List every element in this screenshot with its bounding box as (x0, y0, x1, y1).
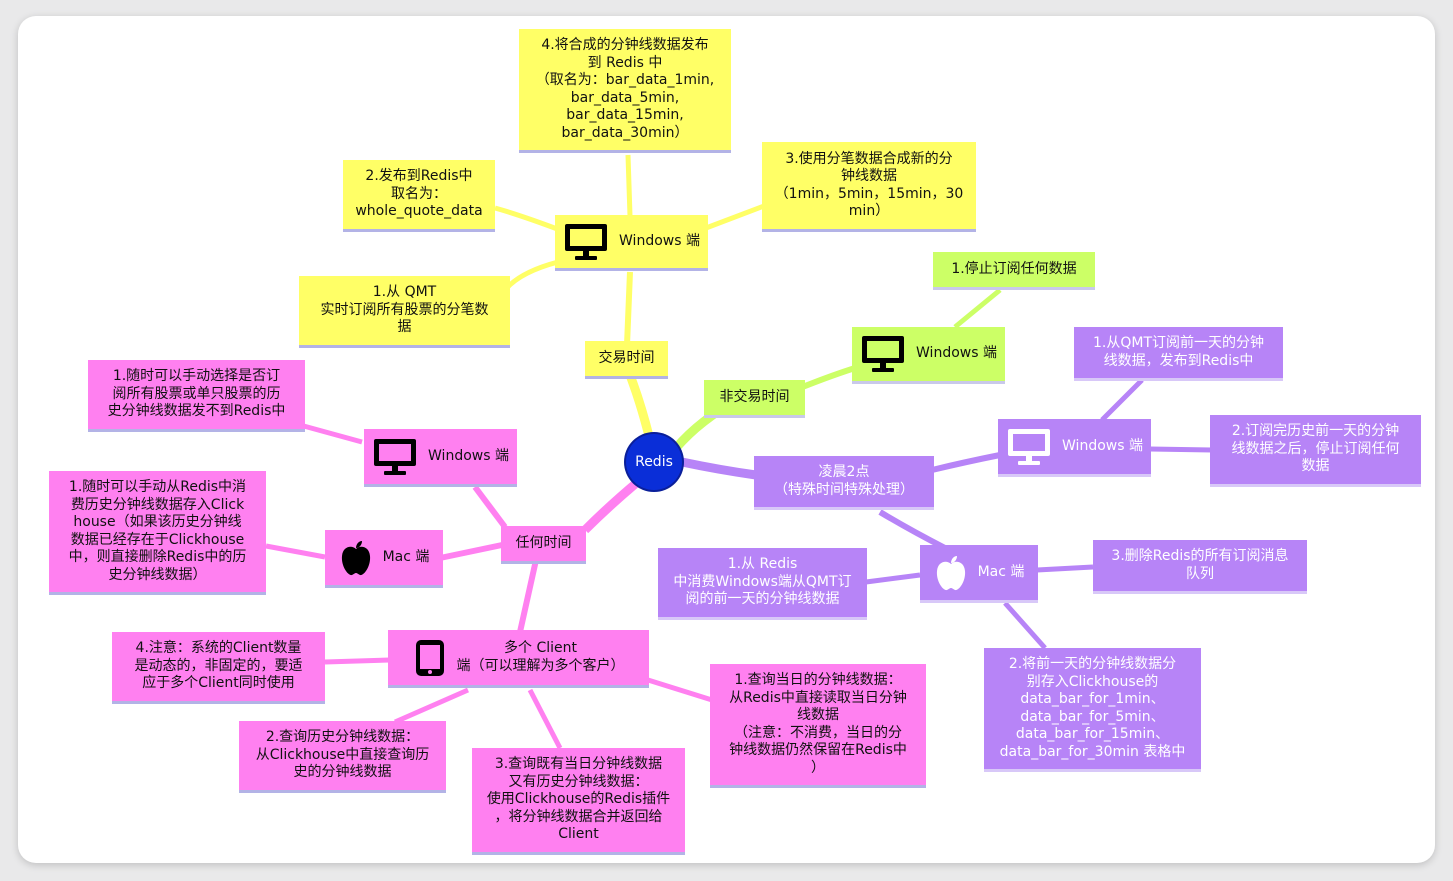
early-mac-step-3[interactable]: 3.删除Redis的所有订阅消息 队列 (1093, 540, 1307, 594)
branch-trading-label: 交易时间 (598, 349, 655, 366)
link-root-trading (623, 368, 655, 442)
trading-windows-label: Windows 端 (619, 232, 700, 249)
client-step-3[interactable]: 3.查询既有当日分钟线数据 又有历史分钟线数据： 使用Clickhouse的Re… (472, 748, 685, 855)
link-trading-windows (624, 271, 633, 346)
client-step-2[interactable]: 2.查询历史分钟线数据： 从Clickhouse中直接查询历 史的分钟线数据 (239, 721, 446, 793)
apple-icon (934, 554, 968, 592)
trading-step-3-text: 3.使用分笔数据合成新的分 钟线数据 （1min，5min，15min，30 m… (774, 150, 964, 220)
early-windows-step-2[interactable]: 2.订阅完历史前一天的分钟 线数据之后，停止订阅任何 数据 (1210, 415, 1421, 487)
monitor-icon (563, 222, 609, 262)
client-step-3-text: 3.查询既有当日分钟线数据 又有历史分钟线数据： 使用Clickhouse的Re… (486, 756, 671, 843)
early-mac-node[interactable]: Mac 端 (920, 545, 1038, 603)
link-emac-s1 (865, 572, 921, 585)
trading-step-1-text: 1.从 QMT 实时订阅所有股票的分笔数 据 (320, 284, 489, 336)
nontrading-windows-label: Windows 端 (916, 345, 997, 362)
monitor-icon (860, 334, 906, 374)
trading-step-4[interactable]: 4.将合成的分钟线数据发布 到 Redis 中 （取名为：bar_data_1m… (519, 29, 731, 153)
trading-step-2-text: 2.发布到Redis中 取名为： whole_quote_data (355, 168, 483, 220)
monitor-icon (1006, 427, 1052, 467)
branch-nontrading[interactable]: 非交易时间 (704, 380, 805, 418)
nontrading-step-1-text: 1.停止订阅任何数据 (951, 260, 1077, 277)
client-step-2-text: 2.查询历史分钟线数据： 从Clickhouse中直接查询历 史的分钟线数据 (255, 729, 430, 781)
link-ewin-s2 (1149, 446, 1213, 453)
link-root-anytime (581, 476, 643, 534)
link-amac-s1 (265, 543, 326, 560)
client-step-4[interactable]: 4.注意：系统的Client数量 是动态的，非固定的，要适 应于多个Client… (112, 632, 325, 704)
link-client-s2 (393, 687, 470, 725)
early-windows-step-1[interactable]: 1.从QMT订阅前一天的分钟 线数据，发布到Redis中 (1074, 327, 1283, 381)
link-root-early (681, 457, 757, 480)
early-windows-step-1-text: 1.从QMT订阅前一天的分钟 线数据，发布到Redis中 (1092, 335, 1264, 369)
nontrading-step-1[interactable]: 1.停止订阅任何数据 (933, 252, 1095, 290)
branch-early-label: 凌晨2点 （特殊时间特殊处理） (774, 464, 914, 498)
link-early-windows (931, 452, 1001, 473)
early-mac-step-1-text: 1.从 Redis 中消费Windows端从QMT订 阅的前一天的分钟线数据 (673, 556, 852, 608)
early-windows-node[interactable]: Windows 端 (998, 419, 1151, 477)
monitor-icon (372, 437, 418, 477)
anytime-mac-label: Mac 端 (382, 548, 430, 565)
link-win-s2 (494, 205, 561, 233)
branch-nontrading-label: 非交易时间 (719, 388, 790, 405)
link-nontrading-windows (798, 365, 856, 391)
early-mac-step-1[interactable]: 1.从 Redis 中消费Windows端从QMT订 阅的前一天的分钟线数据 (658, 548, 867, 620)
anytime-windows-step-1-text: 1.随时可以手动选择是否订 阅所有股票或单只股票的历 史分钟线数据发不到Redi… (107, 368, 286, 420)
link-anytime-client (517, 559, 539, 633)
root-node[interactable]: Redis (626, 434, 682, 490)
anytime-windows-node[interactable]: Windows 端 (364, 429, 517, 487)
client-step-1-text: 1.查询当日的分钟线数据： 从Redis中直接读取当日分钟 线数据 （注意：不消… (729, 672, 907, 776)
anytime-client-node[interactable]: 多个 Client 端（可以理解为多个客户） (388, 630, 649, 688)
nontrading-windows-node[interactable]: Windows 端 (852, 327, 1005, 384)
link-client-s4 (324, 657, 391, 665)
branch-early-morning[interactable]: 凌晨2点 （特殊时间特殊处理） (754, 456, 934, 510)
trading-step-4-text: 4.将合成的分钟线数据发布 到 Redis 中 （取名为：bar_data_1m… (535, 37, 715, 141)
link-client-s3 (527, 688, 563, 750)
link-early-mac (878, 509, 947, 551)
link-anytime-mac (439, 542, 503, 561)
link-win-s3 (705, 203, 765, 231)
early-windows-step-2-text: 2.订阅完历史前一天的分钟 线数据之后，停止订阅任何 数据 (1231, 423, 1400, 475)
link-awin-s1 (299, 422, 363, 445)
link-ntwin-s1 (953, 288, 1002, 329)
link-client-s1 (647, 677, 713, 703)
root-label: Redis (635, 454, 673, 470)
trading-step-3[interactable]: 3.使用分笔数据合成新的分 钟线数据 （1min，5min，15min，30 m… (762, 142, 976, 232)
link-win-s1 (503, 259, 559, 292)
branch-trading[interactable]: 交易时间 (585, 341, 668, 379)
anytime-client-label: 多个 Client 端（可以理解为多个客户） (456, 640, 625, 674)
anytime-mac-step-1-text: 1.随时可以手动从Redis中消 费历史分钟线数据存入Click house（如… (68, 479, 247, 583)
trading-windows-node[interactable]: Windows 端 (555, 215, 708, 271)
early-mac-step-3-text: 3.删除Redis的所有订阅消息 队列 (1111, 548, 1289, 582)
anytime-windows-label: Windows 端 (428, 447, 509, 464)
anytime-windows-step-1[interactable]: 1.随时可以手动选择是否订 阅所有股票或单只股票的历 史分钟线数据发不到Redi… (88, 360, 305, 432)
anytime-mac-node[interactable]: Mac 端 (325, 530, 443, 588)
early-mac-label: Mac 端 (977, 563, 1025, 580)
link-ewin-s1 (1100, 378, 1144, 422)
branch-anytime[interactable]: 任何时间 (501, 526, 586, 564)
trading-step-1[interactable]: 1.从 QMT 实时订阅所有股票的分笔数 据 (299, 276, 510, 348)
branch-anytime-label: 任何时间 (515, 534, 572, 551)
link-anytime-windows (472, 485, 508, 529)
link-emac-s3 (1036, 564, 1094, 573)
anytime-mac-step-1[interactable]: 1.随时可以手动从Redis中消 费历史分钟线数据存入Click house（如… (49, 471, 266, 595)
client-step-4-text: 4.注意：系统的Client数量 是动态的，非固定的，要适 应于多个Client… (134, 640, 303, 692)
client-step-1[interactable]: 1.查询当日的分钟线数据： 从Redis中直接读取当日分钟 线数据 （注意：不消… (710, 664, 926, 788)
early-mac-step-2-text: 2.将前一天的分钟线数据分 别存入Clickhouse的 data_bar_fo… (999, 656, 1186, 760)
link-emac-s2 (1003, 601, 1047, 650)
tablet-icon (413, 638, 447, 678)
early-mac-step-2[interactable]: 2.将前一天的分钟线数据分 别存入Clickhouse的 data_bar_fo… (984, 648, 1201, 772)
early-windows-label: Windows 端 (1062, 437, 1143, 454)
trading-step-2[interactable]: 2.发布到Redis中 取名为： whole_quote_data (343, 160, 495, 232)
link-win-s4 (625, 154, 633, 217)
apple-icon (339, 539, 373, 577)
